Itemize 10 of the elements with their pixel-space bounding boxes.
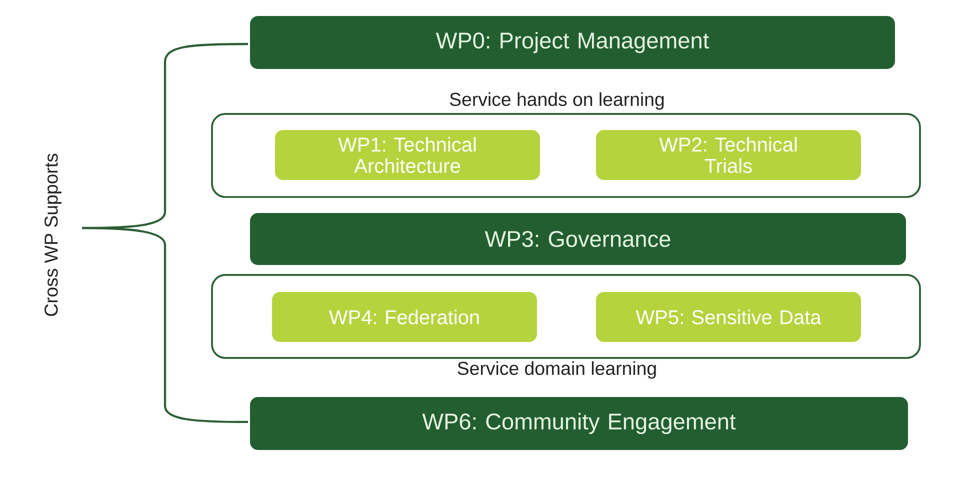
work-package-box: WP6: Community Engagement <box>250 397 908 450</box>
side-label: Cross WP Supports <box>44 154 62 316</box>
work-package-box: WP4: Federation <box>272 292 537 342</box>
work-package-box: WP2: Technical Trials <box>596 130 861 180</box>
work-package-box: WP0: Project Management <box>250 16 895 69</box>
work-package-box: WP3: Governance <box>250 213 906 265</box>
work-package-box: WP5: Sensitive Data <box>596 292 861 342</box>
section-heading: Service hands on learning <box>450 92 664 110</box>
work-package-box: WP1: Technical Architecture <box>275 130 540 180</box>
section-heading: Service domain learning <box>458 361 656 379</box>
